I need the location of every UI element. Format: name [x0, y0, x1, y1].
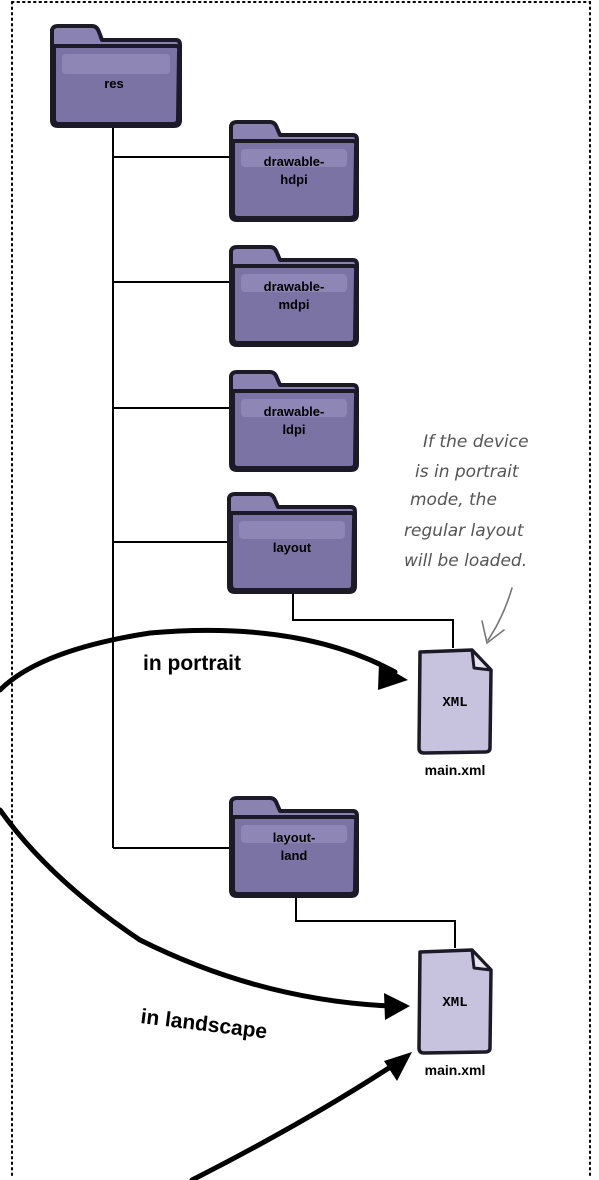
page-fold: [470, 948, 493, 972]
folder-label-drawable-hdpi-line1: drawable-: [264, 154, 325, 169]
landscape-arrow-curve: [0, 807, 393, 1009]
folder-label-res: res: [104, 76, 124, 91]
folder-layout-land[interactable]: layout- land: [229, 796, 359, 898]
xml-file-name: main.xml: [425, 762, 486, 778]
portrait-arrowhead: [378, 663, 408, 690]
connector-layout-land-to-landscape-xml: [295, 897, 456, 948]
portrait-note: If the device is in portrait mode, the r…: [404, 432, 529, 645]
folder-label-drawable-mdpi-line1: drawable-: [264, 279, 325, 294]
folder-label-drawable-hdpi-line2: hdpi: [280, 172, 307, 187]
tree-connectors: [112, 125, 456, 948]
note-pointer-arrowhead: [481, 620, 505, 645]
folder-label-layout-land-line1: layout-: [273, 830, 316, 845]
folder-drawable-ldpi[interactable]: drawable- ldpi: [229, 370, 359, 472]
folder-drawable-hdpi[interactable]: drawable- hdpi: [229, 120, 359, 222]
folder-label-drawable-ldpi-line1: drawable-: [264, 404, 325, 419]
xml-file-landscape[interactable]: XML main.xml: [417, 948, 493, 1078]
note-line-4: regular layout: [404, 521, 525, 541]
xml-file-name: main.xml: [425, 1062, 486, 1078]
bottom-arrowhead: [384, 1052, 412, 1081]
xml-document-icon: [417, 648, 493, 755]
folder-layout[interactable]: layout: [227, 492, 357, 594]
portrait-arrow-label: in portrait: [143, 652, 241, 675]
folder-res[interactable]: res: [50, 24, 182, 128]
folder-drawable-mdpi[interactable]: drawable- mdpi: [229, 245, 359, 347]
folder-label-layout: layout: [273, 540, 312, 555]
note-line-5: will be loaded.: [404, 551, 527, 571]
note-line-3: mode, the: [410, 490, 497, 510]
note-line-2: is in portrait: [415, 462, 520, 482]
connector-layout-to-portrait-xml: [292, 590, 454, 648]
xml-document-icon: [417, 948, 493, 1055]
page-fold: [470, 648, 493, 672]
xml-file-portrait[interactable]: XML main.xml: [417, 648, 493, 778]
xml-file-type-label: XML: [442, 695, 467, 711]
note-pointer-arrow: [487, 587, 513, 641]
bottom-arrow-curve: [189, 1059, 401, 1180]
portrait-arrow: in portrait: [0, 627, 408, 693]
note-line-1: If the device: [423, 432, 529, 452]
folder-label-layout-land-line2: land: [281, 848, 308, 863]
folder-label-drawable-ldpi-line2: ldpi: [282, 422, 305, 437]
landscape-arrowhead: [384, 993, 410, 1020]
xml-file-type-label: XML: [442, 995, 467, 1011]
portrait-arrow-curve: [0, 627, 398, 693]
bottom-arrow: [189, 1052, 412, 1180]
folder-label-drawable-mdpi-line2: mdpi: [278, 297, 309, 312]
landscape-arrow-label: in landscape: [139, 1005, 268, 1043]
